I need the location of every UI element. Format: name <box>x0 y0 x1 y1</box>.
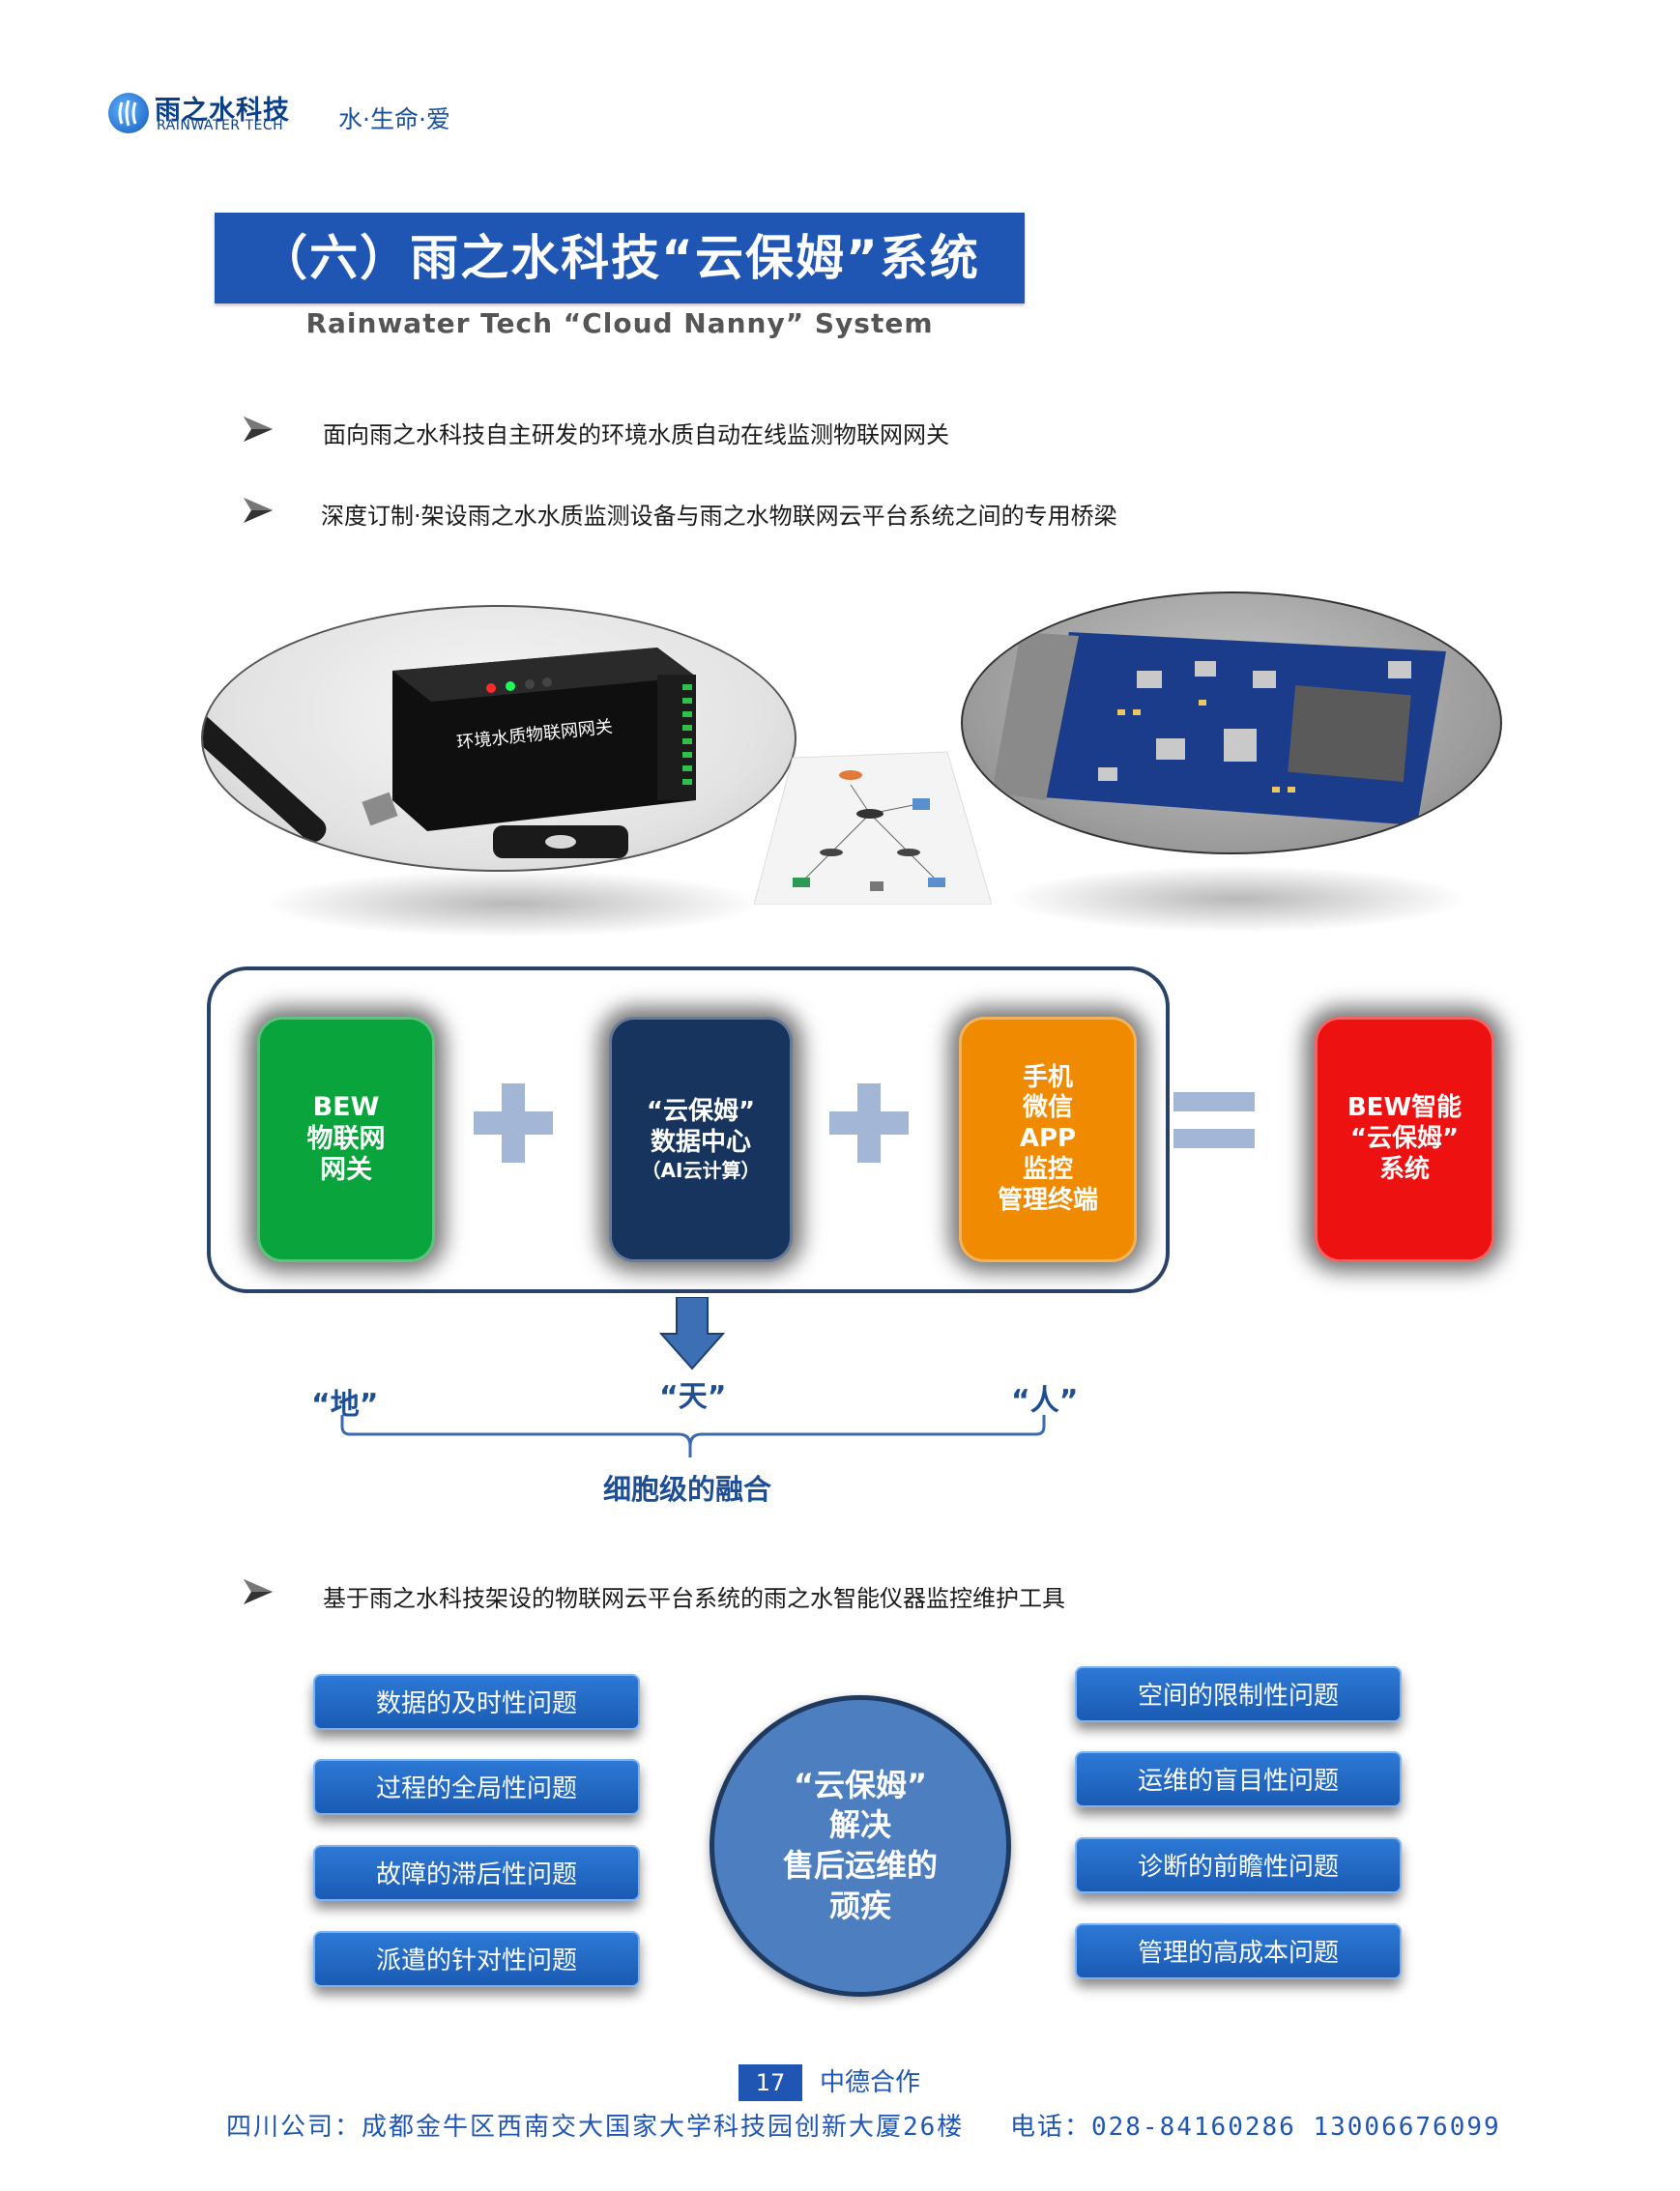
card-line: 网关 <box>320 1155 372 1186</box>
card-line: 数据中心 <box>650 1127 751 1157</box>
problem-pill: 故障的滞后性问题 <box>313 1845 640 1901</box>
problem-pill: 诊断的前瞻性问题 <box>1075 1837 1402 1893</box>
card-line: BEW <box>312 1091 380 1122</box>
circle-line: 售后运维的 <box>782 1847 938 1884</box>
card-line: （AI云计算） <box>641 1158 761 1182</box>
fusion-caption: 细胞级的融合 <box>603 1473 772 1506</box>
card-bew-gateway: BEW 物联网 网关 <box>257 1017 435 1262</box>
footer-address: 四川公司：成都金牛区西南交大国家大学科技园创新大厦26楼 电话：028-8416… <box>226 2107 1501 2143</box>
system-frame <box>207 966 1170 1293</box>
card-line: 手机 <box>1022 1062 1073 1092</box>
arrow-bullet-icon <box>244 1579 273 1604</box>
circuit-board-image <box>961 591 1502 854</box>
card-data-center: “云保姆” 数据中心 （AI云计算） <box>609 1017 793 1262</box>
label-person: “人” <box>1011 1384 1079 1418</box>
bullet-text: 深度订制·架设雨之水水质监测设备与雨之水物联网云平台系统之间的专用桥梁 <box>321 503 1117 530</box>
card-line: 物联网 <box>306 1123 386 1154</box>
image-shadow <box>1005 865 1469 933</box>
circle-line: “云保姆” <box>793 1766 928 1803</box>
center-circle: “云保姆” 解决 售后运维的 顽疾 <box>710 1695 1011 1997</box>
network-topology-image <box>754 751 992 905</box>
problem-pill: 数据的及时性问题 <box>313 1674 640 1730</box>
page-number: 17 <box>739 2064 802 2101</box>
card-line: 系统 <box>1378 1154 1430 1184</box>
problem-pill: 派遣的针对性问题 <box>313 1931 640 1987</box>
card-line: 监控 <box>1022 1154 1073 1184</box>
arrow-bullet-icon <box>244 498 273 523</box>
page-title: （六）雨之水科技“云保姆”系统 <box>259 230 980 286</box>
arrow-bullet-icon <box>244 417 273 442</box>
plus-icon <box>857 1083 881 1163</box>
slogan: 水·生命·爱 <box>338 105 450 133</box>
card-smart-system: BEW智能 “云保姆” 系统 <box>1315 1017 1494 1262</box>
problem-pill: 过程的全局性问题 <box>313 1759 640 1815</box>
problem-pill: 空间的限制性问题 <box>1075 1666 1402 1722</box>
card-line: “云保姆” <box>1349 1124 1460 1154</box>
title-banner: （六）雨之水科技“云保姆”系统 <box>215 213 1025 303</box>
address-text: 四川公司：成都金牛区西南交大国家大学科技园创新大厦26楼 <box>226 2113 965 2142</box>
gateway-device-image: 环境水质物联网网关 <box>201 605 797 872</box>
phone-text: 电话：028-84160286 13006676099 <box>1009 2113 1501 2142</box>
card-line: 管理终端 <box>997 1185 1098 1215</box>
problem-pill: 管理的高成本问题 <box>1075 1923 1402 1979</box>
logo-text: 雨之水科技 <box>155 96 290 126</box>
page-subtitle: Rainwater Tech “Cloud Nanny” System <box>305 307 934 339</box>
equals-icon <box>1173 1129 1255 1148</box>
footer-coop: 中德合作 <box>820 2068 921 2097</box>
problem-pill: 运维的盲目性问题 <box>1075 1751 1402 1807</box>
fusion-bracket <box>340 1415 1046 1457</box>
equals-icon <box>1173 1092 1255 1111</box>
card-line: APP <box>1019 1124 1077 1154</box>
bullet-text: 面向雨之水科技自主研发的环境水质自动在线监测物联网网关 <box>323 421 949 448</box>
down-arrow-icon <box>659 1297 725 1370</box>
bullet-text: 基于雨之水科技架设的物联网云平台系统的雨之水智能仪器监控维护工具 <box>323 1585 1065 1612</box>
card-mobile-terminal: 手机 微信 APP 监控 管理终端 <box>959 1017 1137 1262</box>
card-line: 微信 <box>1022 1093 1073 1123</box>
plus-icon <box>502 1083 525 1163</box>
card-line: BEW智能 <box>1347 1093 1463 1123</box>
label-sky: “天” <box>659 1380 727 1414</box>
logo-icon <box>108 93 149 133</box>
image-shadow <box>261 870 764 937</box>
label-earth: “地” <box>311 1388 379 1422</box>
logo-subtext: RAINWATER TECH <box>157 118 284 133</box>
circle-line: 解决 <box>828 1806 891 1844</box>
card-line: “云保姆” <box>646 1097 756 1127</box>
circle-line: 顽疾 <box>828 1887 891 1924</box>
